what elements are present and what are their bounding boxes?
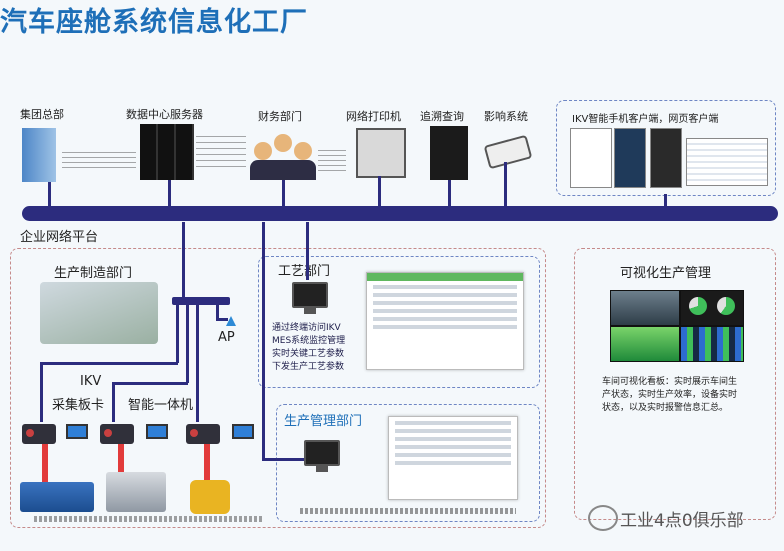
visual-desc-3: 状态，以及实时报警信息汇总。 [602,403,729,413]
connector-line [262,458,306,461]
node-label-finance: 财务部门 [258,110,302,123]
connector-line [262,222,265,460]
collector-board [22,424,56,444]
connector-line [378,176,381,208]
phone-screenshot [650,128,682,188]
connector-line [664,194,667,208]
node-label-hq: 集团总部 [20,108,64,121]
phone-screenshot [614,128,646,188]
laptop-icon [232,424,254,439]
bus-label: 企业网络平台 [20,230,99,245]
hq-caption [62,152,136,172]
process-desc-1: 通过终端访问IKV [272,323,341,333]
finance-caption [318,150,346,174]
connector-line [182,222,185,298]
node-label-datacenter: 数据中心服务器 [126,108,203,121]
ikv-card-label-2: 采集板卡 [52,398,105,413]
visual-desc-2: 产状态，实时生产效率，设备实时 [602,390,738,400]
dashboard-panel [610,290,680,326]
connector-line [216,318,228,321]
page-title: 汽车座舱系统信息化工厂 [0,7,308,38]
connector-line [216,305,219,319]
node-label-trace: 追溯查询 [420,110,464,123]
mes-screenshot [366,272,524,370]
production-label: 生产制造部门 [54,266,133,281]
node-label-printer: 网络打印机 [346,110,401,123]
phone-screenshot [570,128,612,188]
laptop-icon [66,424,88,439]
web-screenshot [686,138,768,186]
prod-mgmt-label: 生产管理部门 [284,414,363,429]
ikv-client-label: IKV智能手机客户端，网页客户端 [572,114,719,125]
visual-label: 可视化生产管理 [620,266,712,281]
connector-line [282,180,285,208]
plan-screenshot [388,416,518,500]
prod-mgmt-caption [300,508,516,514]
cnc-machine-image [106,472,166,512]
camera-icon [483,134,533,170]
laptop-icon [146,424,168,439]
process-box [258,256,540,388]
machine-captions [34,516,264,522]
building-icon [22,128,56,182]
pc-tower-icon [430,126,468,180]
process-desc-2: MES系统监控管理 [272,336,346,346]
connector-line [306,222,309,280]
collector-board [100,424,134,444]
process-desc-4: 下发生产工艺参数 [272,362,345,372]
process-desc-3: 实时关键工艺参数 [272,349,345,359]
node-label-camera: 影响系统 [484,110,528,123]
connector-line [40,362,178,365]
ap-label: AP [218,330,235,345]
robot-arm-image [190,480,230,514]
injection-machine-image [20,482,94,512]
visual-desc-1: 车间可视化看板：实时展示车间生 [602,377,738,387]
signal-line [118,444,124,482]
connector-line [40,362,43,422]
production-box [10,248,546,528]
smart-terminal-label: 智能一体机 [128,398,194,413]
connector-line [504,162,507,208]
process-label: 工艺部门 [278,264,331,279]
connector-line [448,180,451,208]
monitor-icon [292,282,328,314]
connector-line [112,382,188,385]
printer-icon [356,128,406,178]
dashboard-panel [680,290,744,326]
switch-icon [172,297,230,305]
signal-line [204,444,210,482]
connector-line [176,305,179,363]
monitor-icon [304,440,340,472]
connector-line [112,382,115,422]
connector-line [168,180,171,208]
ikv-card-label-1: IKV [80,374,102,389]
collector-board [186,424,220,444]
connector-line [186,305,189,383]
people-icon [250,128,316,180]
prod-mgmt-box [276,404,540,522]
ap-icon [226,316,236,326]
signal-line [42,444,48,482]
watermark: 工业4点0俱乐部 [620,511,744,531]
server-icon [140,124,194,180]
dashboard-panel [610,326,680,362]
connector-line [196,305,199,422]
dashboard-panel [680,326,744,362]
factory-image [40,282,158,344]
enterprise-network-bus [22,206,778,221]
connector-line [48,182,51,208]
server-caption [196,136,246,172]
wechat-icon [588,505,618,531]
visual-box [574,248,776,520]
